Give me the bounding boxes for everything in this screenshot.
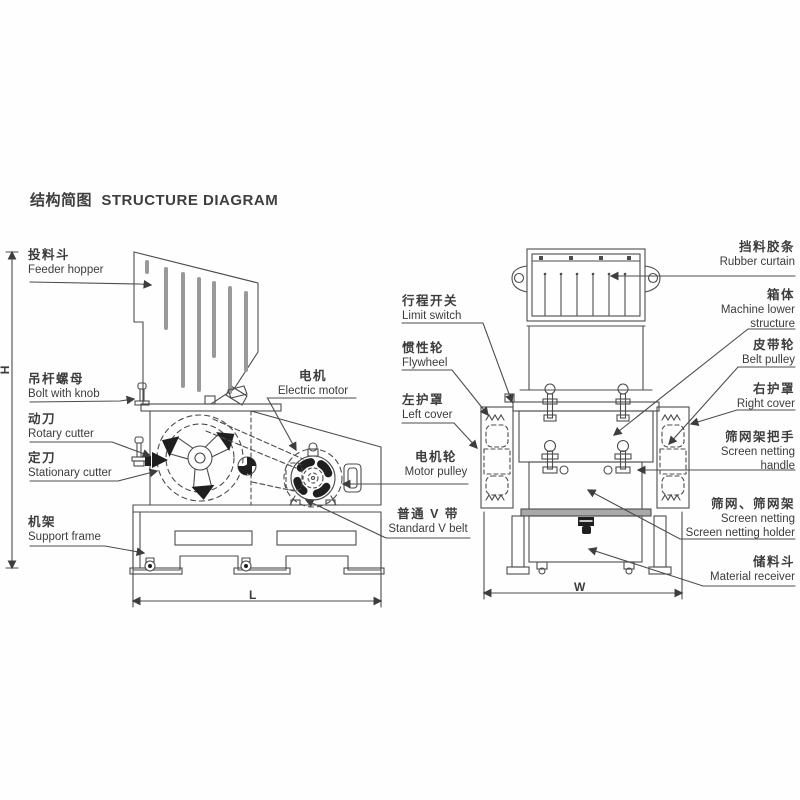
- page-title-en: STRUCTURE DIAGRAM: [101, 192, 279, 209]
- leader-stationary-cutter: [29, 468, 159, 482]
- page-title-zh: 结构简图: [30, 192, 93, 209]
- label-material-receiver: 储料斗 Material receiver: [710, 555, 795, 584]
- label-screen-netting-holder: 筛网、筛网架 Screen netting Screen netting hol…: [685, 497, 795, 540]
- rotary-cutter-arms: [161, 432, 235, 500]
- clamp-bolts: [541, 383, 632, 474]
- leader-feeder-hopper: [29, 279, 153, 289]
- side-v-belt: [205, 418, 304, 492]
- leader-machine-lower-structure: [612, 328, 796, 436]
- label-rubber-curtain: 挡料胶条 Rubber curtain: [719, 240, 795, 269]
- rubber-curtain-strips: [543, 272, 627, 317]
- label-machine-lower-structure: 箱体 Machine lower structure: [720, 288, 795, 331]
- stationary-cutters: [145, 452, 252, 476]
- leader-limit-switch: [401, 322, 514, 404]
- side-bolt-with-knob: [131, 382, 150, 467]
- label-motor-pulley: 电机轮 Motor pulley: [404, 450, 468, 479]
- leader-lines: [29, 271, 796, 587]
- page-title: 结构简图 STRUCTURE DIAGRAM: [30, 189, 278, 210]
- leader-rotary-cutter: [29, 441, 152, 458]
- front-hopper: [511, 248, 661, 327]
- label-left-cover: 左护罩 Left cover: [402, 393, 453, 422]
- label-electric-motor: 电机 Electric motor: [277, 369, 349, 398]
- side-belt-housing: [250, 410, 382, 506]
- label-feeder-hopper: 投料斗 Feeder hopper: [28, 248, 104, 277]
- front-left-cover: [480, 406, 514, 509]
- leader-bolt-with-knob: [29, 395, 136, 405]
- label-stationary-cutter: 定刀 Stationary cutter: [28, 451, 112, 480]
- label-standard-v-belt: 普通 V 带 Standard V belt: [388, 507, 468, 536]
- side-feeder-hopper: [133, 251, 259, 406]
- dimension-label-w: W: [574, 580, 586, 594]
- front-right-cover: [656, 406, 690, 509]
- front-machine-body: [518, 410, 654, 463]
- side-support-frame: [129, 504, 385, 575]
- dimension-H: [5, 250, 19, 570]
- dimension-label-l: L: [249, 588, 257, 602]
- side-cutting-chamber: [145, 410, 252, 506]
- dimension-label-h: H: [0, 366, 11, 375]
- leader-right-cover: [689, 409, 796, 427]
- front-legs: [506, 515, 672, 575]
- label-belt-pulley: 皮带轮 Belt pulley: [741, 338, 795, 367]
- material-receiver-drawer: [528, 515, 643, 575]
- side-chamber-top-plate: [140, 403, 282, 412]
- leader-flywheel: [401, 369, 489, 417]
- leader-electric-motor: [267, 398, 297, 452]
- side-shaft-pulley: [237, 456, 257, 476]
- front-base-plate: [520, 508, 652, 517]
- label-bolt-with-knob: 吊杆螺母 Bolt with knob: [28, 372, 100, 401]
- dimension-lines: [5, 250, 684, 608]
- leader-left-cover: [401, 422, 478, 449]
- leader-standard-v-belt: [304, 499, 471, 539]
- leader-material-receiver: [587, 547, 796, 587]
- side-electric-motor: [283, 442, 362, 508]
- leader-support-frame: [29, 545, 146, 557]
- front-view-machine: [480, 248, 690, 575]
- label-flywheel: 惯性轮 Flywheel: [402, 341, 448, 370]
- label-support-frame: 机架 Support frame: [28, 515, 101, 544]
- lifting-lugs: [511, 265, 661, 293]
- caster-wheels: [144, 557, 252, 572]
- side-view-machine: [129, 251, 385, 575]
- front-throat: [519, 325, 653, 391]
- leader-screen-netting-holder: [586, 489, 796, 540]
- front-flange-plate: [512, 401, 660, 412]
- label-limit-switch: 行程开关 Limit switch: [402, 294, 462, 323]
- label-right-cover: 右护罩 Right cover: [736, 382, 795, 411]
- label-screen-netting-handle: 筛网架把手 Screen netting handle: [720, 430, 795, 473]
- dimension-L: [131, 519, 383, 608]
- dimension-W: [482, 511, 684, 600]
- label-rotary-cutter: 动刀 Rotary cutter: [28, 412, 94, 441]
